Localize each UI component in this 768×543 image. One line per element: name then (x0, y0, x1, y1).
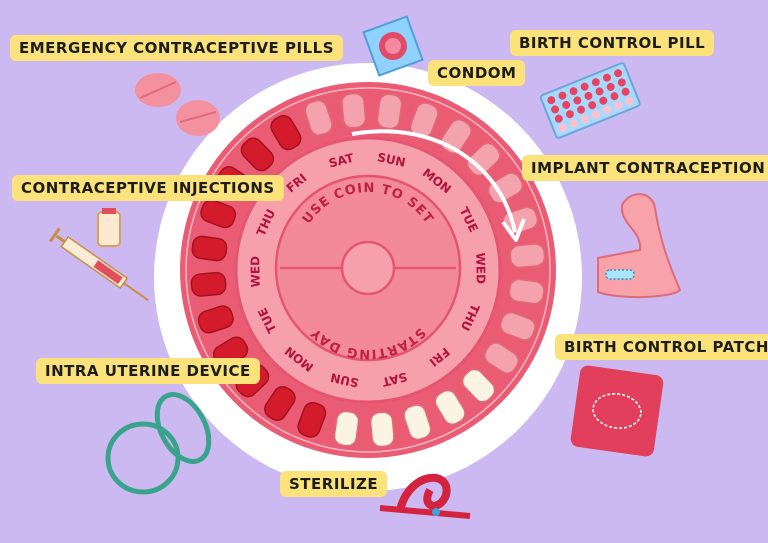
pill-slot (264, 385, 296, 422)
label-intra-uterine-device: INTRA UTERINE DEVICE (36, 358, 260, 384)
arrow-head-icon (501, 218, 526, 242)
iud-icon (105, 392, 212, 495)
blister-pill (580, 82, 589, 91)
label-birth-control-pill: BIRTH CONTROL PILL (510, 30, 715, 56)
blister-pill (610, 92, 619, 101)
syringe-icon (49, 208, 149, 302)
blister-pill (595, 87, 604, 96)
arm-implant-icon (597, 193, 682, 299)
pill-slot (304, 99, 333, 136)
label-birth-control-patch: BIRTH CONTROL PATCH (555, 334, 768, 360)
blister-pill (565, 110, 574, 119)
blister-pill (588, 101, 597, 110)
pill-slot (376, 93, 403, 130)
label-emergency-contraceptive-pills: EMERGENCY CONTRACEPTIVE PILLS (10, 35, 344, 61)
pill-slot (333, 410, 360, 447)
pill-slot (508, 278, 545, 305)
blister-pill (614, 101, 623, 110)
blister-pill (591, 110, 600, 119)
day-label: WED (248, 256, 262, 288)
pill-slot (191, 235, 228, 262)
blister-pill (614, 69, 623, 78)
blister-pill (606, 82, 615, 91)
day-label: WED (473, 252, 487, 284)
pill-slot (369, 411, 395, 448)
direction-arrow (351, 129, 517, 233)
blister-pill (554, 114, 563, 123)
day-label: SAT (380, 369, 409, 389)
blister-pill (569, 119, 578, 128)
patch-icon (570, 365, 664, 457)
pill-slot (483, 342, 520, 374)
blister-pill (573, 96, 582, 105)
pill-slot (434, 389, 466, 426)
pill-slot (461, 368, 496, 403)
blister-pill (558, 91, 567, 100)
blister-pill (558, 123, 567, 132)
label-sterilize: STERILIZE (280, 471, 388, 497)
blister-pill (617, 78, 626, 87)
blister-pill (562, 100, 571, 109)
label-condom: CONDOM (428, 60, 526, 86)
blister-pill (603, 105, 612, 114)
blister-pill (584, 91, 593, 100)
blister-pill (547, 96, 556, 105)
blister-pill (621, 87, 630, 96)
pill-slot (270, 114, 302, 151)
pill-slot (190, 271, 227, 297)
blister-pill (625, 96, 634, 105)
blister-pack-icon (539, 62, 641, 139)
ribbon-icon (379, 473, 471, 519)
blister-pill (580, 114, 589, 123)
label-contraceptive-injections: CONTRACEPTIVE INJECTIONS (12, 175, 284, 201)
coin-slot (340, 240, 396, 296)
blister-pill (599, 96, 608, 105)
pill-slot (341, 92, 367, 129)
pill-slot (240, 137, 275, 172)
blister-pill (591, 78, 600, 87)
blister-pill (569, 87, 578, 96)
pill-slot (466, 142, 501, 177)
blister-pill (602, 73, 611, 82)
pill-icon (135, 73, 220, 136)
day-label: SAT (327, 151, 356, 171)
pill-ring (190, 92, 546, 448)
day-label: SUN (329, 370, 360, 390)
pill-slot (200, 199, 237, 229)
pill-slot (197, 305, 234, 334)
label-implant-contraception: IMPLANT CONTRACEPTION (522, 155, 768, 181)
pill-slot (487, 172, 524, 204)
pill-slot (509, 243, 546, 269)
pill-slot (297, 401, 327, 438)
pill-slot (403, 404, 432, 441)
pill-slot (499, 311, 536, 341)
condom-icon (362, 15, 424, 77)
blister-pill (551, 105, 560, 114)
day-label: SUN (376, 150, 407, 170)
blister-pill (577, 105, 586, 114)
